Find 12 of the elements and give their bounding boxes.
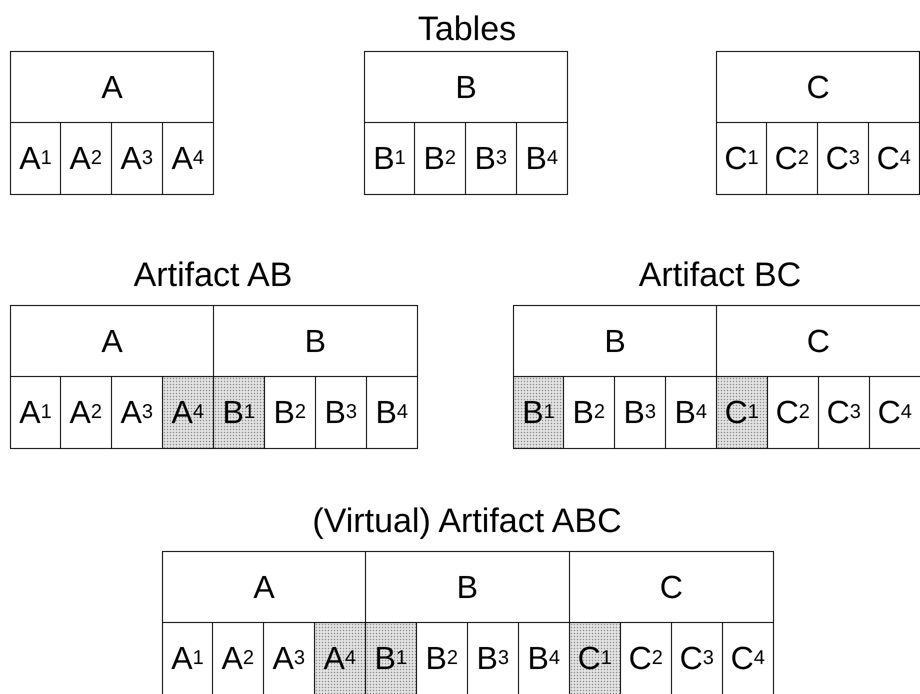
table-title: (Virtual) Artifact ABC [312, 502, 622, 541]
header-cell: B [364, 51, 568, 123]
table-title: Artifact AB [134, 256, 292, 295]
header-cell: B [513, 305, 717, 377]
header-cell: C [568, 551, 774, 623]
header-cell: C [716, 51, 920, 123]
table-title: Tables [418, 10, 516, 49]
header-cell: A [162, 551, 366, 623]
table-title: Artifact BC [638, 256, 802, 295]
header-cell: B [212, 305, 418, 377]
header-cell: A [10, 305, 214, 377]
header-cell: A [10, 51, 214, 123]
